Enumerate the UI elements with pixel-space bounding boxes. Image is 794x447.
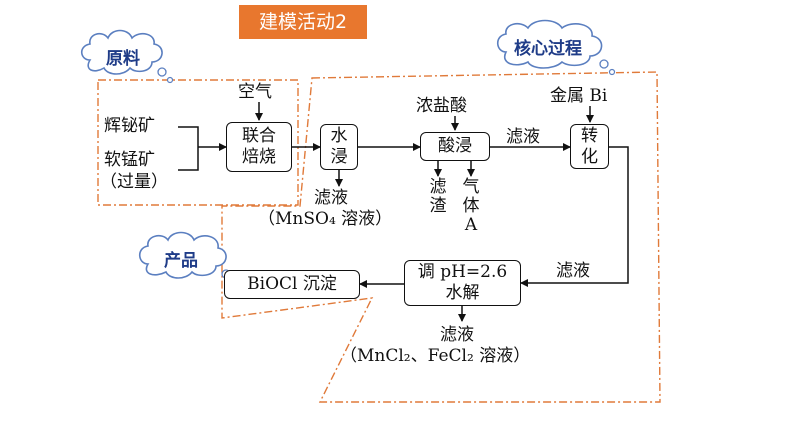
- ore2-label: 软锰矿: [104, 150, 155, 170]
- filtrate-arrow-label: 滤液: [506, 127, 540, 147]
- acid-leach-box: 酸浸: [420, 132, 490, 161]
- filtrate1-label: 滤液: [314, 188, 348, 208]
- transform-line1: 转: [581, 125, 598, 146]
- gas-a-line3: A: [464, 215, 478, 235]
- filtrate2-note: （MnCl₂、FeCl₂ 溶液）: [340, 346, 531, 366]
- product-box: BiOCl 沉淀: [224, 270, 360, 299]
- filtrate1-note: （MnSO₄ 溶液）: [258, 209, 393, 229]
- water-leach-line1: 水: [330, 126, 348, 146]
- residue-label: 滤 渣: [428, 178, 448, 216]
- product-cloud-label: 产品: [164, 251, 198, 271]
- core-process-cloud: [496, 19, 616, 76]
- raw-material-cloud-label: 原料: [106, 49, 140, 69]
- transform-box: 转 化: [570, 124, 609, 169]
- gas-a-line1: 气: [462, 177, 480, 197]
- water-leach-line2: 浸: [330, 147, 348, 167]
- acid-leach-label: 酸浸: [438, 136, 472, 156]
- raw-material-region: [97, 79, 299, 206]
- gas-a-label: 气 体 A: [461, 178, 481, 235]
- hydrolysis-line2: 水解: [445, 283, 480, 303]
- ore1-label: 辉铋矿: [104, 116, 155, 136]
- transform-line2: 化: [581, 146, 598, 167]
- gas-a-line2: 体: [462, 196, 480, 216]
- core-process-region: [221, 71, 661, 403]
- filtrate-return-label: 滤液: [556, 261, 590, 281]
- hydrolysis-box: 调 pH=2.6 水解: [404, 260, 521, 306]
- air-label: 空气: [238, 82, 272, 102]
- water-leach-box: 水 浸: [320, 124, 358, 170]
- hcl-label: 浓盐酸: [416, 96, 467, 116]
- product-label: BiOCl 沉淀: [247, 274, 337, 294]
- ore2-note: （过量）: [100, 172, 168, 192]
- hydrolysis-line1: 调 pH=2.6: [417, 262, 508, 282]
- residue-line1: 滤: [429, 177, 447, 197]
- residue-line2: 渣: [429, 196, 447, 216]
- roasting-box: 联合 焙烧: [226, 122, 292, 172]
- roasting-line2: 焙烧: [242, 147, 276, 167]
- core-process-cloud-label: 核心过程: [514, 39, 582, 59]
- metal-bi-label: 金属 Bi: [550, 86, 608, 106]
- activity-title: 建模活动2: [239, 5, 367, 39]
- filtrate2-label: 滤液: [440, 325, 474, 345]
- roasting-line1: 联合: [242, 126, 276, 146]
- raw-material-cloud: [80, 29, 174, 84]
